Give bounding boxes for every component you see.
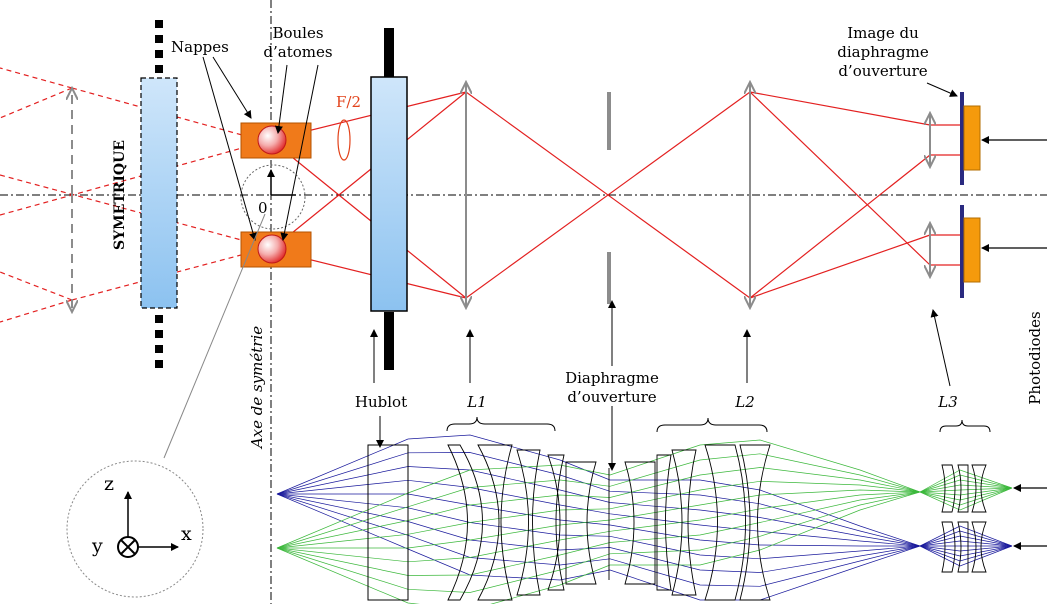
traced-ray (276, 467, 921, 549)
mirrored-window (140, 77, 178, 309)
traced-ray (919, 487, 1013, 493)
nappes-arrow (212, 56, 252, 119)
aperture-image-top (960, 92, 964, 185)
traced-ray (276, 491, 921, 576)
axis-y-label: y (91, 535, 103, 557)
traced-ray (919, 540, 1013, 547)
l3-label: L3 (937, 393, 958, 411)
traced-ray (276, 493, 921, 601)
f-number-cone (337, 119, 351, 161)
traced-ray (276, 493, 921, 560)
traced-ray (919, 545, 1013, 567)
f-number-label: F/2 (336, 93, 361, 111)
boules-arrow (280, 64, 319, 241)
traced-ray (919, 545, 1013, 562)
zoom-leader (163, 213, 266, 459)
traced-ray (276, 491, 921, 563)
traced-ray (919, 487, 1013, 506)
l2-brace (656, 417, 768, 433)
traced-ray (277, 493, 920, 547)
image-aperture-label: Image du (847, 24, 919, 42)
l3-arrow (930, 309, 951, 387)
aperture-image-bottom (960, 205, 964, 298)
traced-ray (276, 491, 921, 593)
nappes-arrow (202, 56, 257, 241)
ray-trace-window (367, 444, 409, 601)
traced-ray (276, 480, 921, 549)
window-mount-bottom (384, 312, 394, 370)
traced-ray (919, 479, 1013, 493)
photodiode-bottom (963, 217, 981, 283)
traced-ray (919, 545, 1013, 557)
boules-label: Boules (272, 24, 323, 42)
traced-ray (276, 434, 921, 547)
nappes-label: Nappes (171, 38, 229, 56)
photodiode-top (963, 105, 981, 171)
diaphragme-label: Diaphragme (565, 369, 659, 387)
l3-brace (939, 419, 991, 433)
image-aperture-label: diaphragme (837, 43, 929, 61)
l1-brace (446, 416, 556, 432)
photodiodes-label: Photodiodes (1026, 311, 1044, 404)
boules-arrow (274, 64, 288, 134)
traced-ray (276, 491, 921, 604)
window-hublot (370, 76, 408, 312)
atom-sphere-icon (257, 234, 287, 264)
aperture-stop-bottom (607, 252, 611, 304)
aperture-stop-top (607, 92, 611, 150)
traced-ray (919, 525, 1013, 547)
boules-label: d’atomes (263, 43, 332, 61)
traced-ray (919, 469, 1013, 493)
traced-ray (276, 466, 921, 547)
axis-z-label: z (104, 473, 114, 495)
traced-ray (276, 493, 921, 573)
traced-ray (277, 489, 921, 549)
ray-trace-simulation (276, 434, 1013, 604)
axe-symetrie-label: Axe de symétrie (248, 326, 266, 450)
traced-ray (919, 530, 1013, 547)
traced-ray (276, 452, 921, 547)
window-mount-top (384, 28, 394, 80)
traced-ray (919, 484, 1013, 493)
mirrored-window-mount (155, 20, 163, 368)
axis-y-symbol (120, 539, 136, 555)
coordinate-axes-icon (66, 460, 204, 598)
image-aperture-label: d’ouverture (838, 62, 927, 80)
axis-x-label: x (181, 523, 192, 545)
atom-sphere-icon (257, 125, 287, 155)
hublot-label: Hublot (355, 393, 407, 411)
diaphragme-label: d’ouverture (567, 388, 656, 406)
image-aperture-arrow (926, 82, 958, 97)
l2-label: L2 (734, 393, 755, 411)
traced-ray (919, 545, 1013, 552)
traced-ray (276, 439, 921, 549)
traced-ray (276, 453, 921, 549)
symetrique-label: SYMETRIQUE (112, 140, 128, 250)
traced-ray (276, 479, 921, 547)
l1-label: L1 (466, 393, 487, 411)
origin-label: 0 (258, 199, 268, 217)
traced-ray (276, 493, 921, 587)
ray-trace-lenses (447, 444, 987, 601)
traced-ray (919, 487, 1013, 511)
traced-ray (919, 487, 1013, 496)
origin-zoom-circle (240, 164, 306, 230)
